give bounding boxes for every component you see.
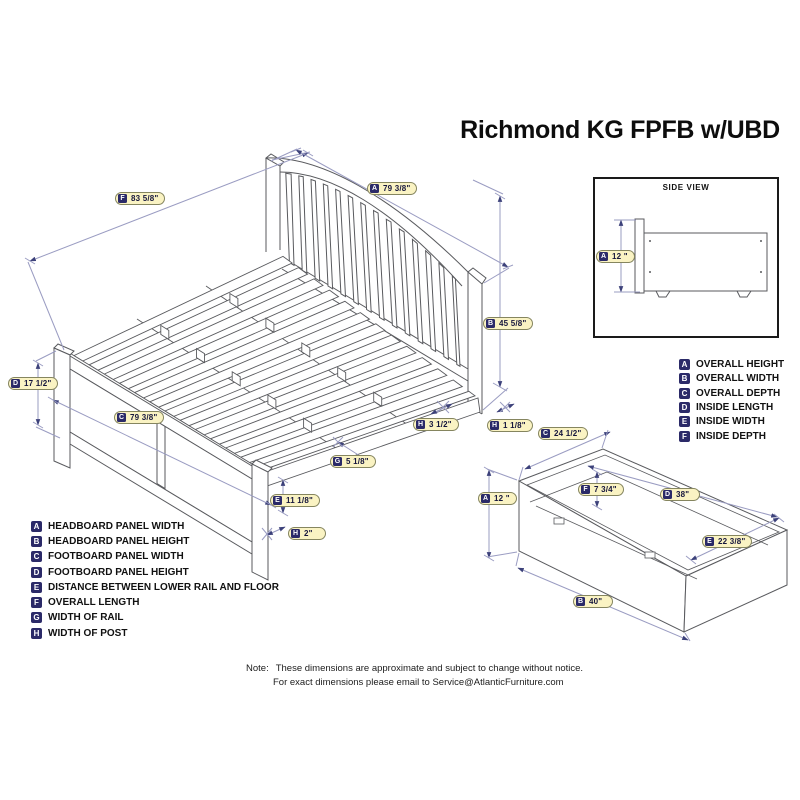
note-prefix: Note: [246, 663, 269, 674]
legend-left-row: H WIDTH OF POST [31, 628, 127, 639]
legend-letter-badge: D [679, 402, 690, 413]
legend-right-row: B OVERALL WIDTH [679, 373, 779, 384]
legend-label: FOOTBOARD PANEL HEIGHT [48, 567, 189, 578]
legend-letter-badge: B [31, 536, 42, 547]
legend-label: WIDTH OF POST [48, 628, 128, 639]
legend-left-row: B HEADBOARD PANEL HEIGHT [31, 536, 189, 547]
legend-right-row: E INSIDE WIDTH [679, 416, 765, 427]
legend-right-row: A OVERALL HEIGHT [679, 359, 784, 370]
legend-label: OVERALL DEPTH [696, 388, 781, 399]
legend-letter-badge: F [679, 431, 690, 442]
dim-letter-badge: D [11, 379, 20, 388]
dim-letter-badge: E [705, 537, 714, 546]
side-view-box [593, 177, 779, 338]
legend-left-row: C FOOTBOARD PANEL WIDTH [31, 551, 184, 562]
legend-label: WIDTH OF RAIL [48, 612, 124, 623]
dim-letter-badge: F [581, 485, 590, 494]
page-title: Richmond KG FPFB w/UBD [460, 116, 780, 144]
legend-letter-badge: A [31, 521, 42, 532]
dim-letter-badge: A [370, 184, 379, 193]
dim-letter-badge: F [118, 194, 127, 203]
legend-letter-badge: C [31, 551, 42, 562]
dim-letter-badge: B [486, 319, 495, 328]
legend-left-row: D FOOTBOARD PANEL HEIGHT [31, 567, 189, 578]
dim-letter-badge: H [490, 421, 499, 430]
legend-label: INSIDE WIDTH [696, 416, 765, 427]
legend-right-row: D INSIDE LENGTH [679, 402, 773, 413]
dim-letter-badge: D [663, 490, 672, 499]
legend-right-row: F INSIDE DEPTH [679, 431, 766, 442]
dim-letter-badge: H [291, 529, 300, 538]
legend-letter-badge: D [31, 567, 42, 578]
legend-label: FOOTBOARD PANEL WIDTH [48, 551, 184, 562]
legend-letter-badge: C [679, 388, 690, 399]
legend-label: OVERALL LENGTH [48, 597, 140, 608]
dim-letter-badge: C [117, 413, 126, 422]
legend-letter-badge: B [679, 373, 690, 384]
legend-letter-badge: E [679, 416, 690, 427]
dim-letter-badge: G [333, 457, 342, 466]
dim-letter-badge: E [273, 496, 282, 505]
dim-letter-badge: B [576, 597, 585, 606]
dim-letter-badge: A [599, 252, 608, 261]
dim-letter-badge: H [416, 420, 425, 429]
legend-letter-badge: G [31, 612, 42, 623]
legend-label: HEADBOARD PANEL WIDTH [48, 521, 185, 532]
dim-letter-badge: A [481, 494, 490, 503]
legend-left-row: F OVERALL LENGTH [31, 597, 139, 608]
legend-letter-badge: F [31, 597, 42, 608]
footer-note-line2: For exact dimensions please email to Ser… [273, 677, 564, 688]
legend-left-row: G WIDTH OF RAIL [31, 612, 124, 623]
legend-left-row: A HEADBOARD PANEL WIDTH [31, 521, 184, 532]
side-view-title: SIDE VIEW [662, 183, 710, 192]
deck-rail-brackets [160, 292, 383, 434]
legend-letter-badge: A [679, 359, 690, 370]
dimension-lines [24, 147, 785, 642]
legend-label: DISTANCE BETWEEN LOWER RAIL AND FLOOR [48, 582, 279, 593]
footer-note-line1: Note:These dimensions are approximate an… [246, 663, 584, 674]
legend-label: HEADBOARD PANEL HEIGHT [48, 536, 190, 547]
legend-left-row: E DISTANCE BETWEEN LOWER RAIL AND FLOOR [31, 582, 279, 593]
legend-letter-badge: H [31, 628, 42, 639]
legend-label: INSIDE LENGTH [696, 402, 774, 413]
legend-letter-badge: E [31, 582, 42, 593]
dim-letter-badge: C [541, 429, 550, 438]
legend-label: OVERALL WIDTH [696, 373, 780, 384]
legend-right-row: C OVERALL DEPTH [679, 388, 780, 399]
legend-label: OVERALL HEIGHT [696, 359, 785, 370]
legend-label: INSIDE DEPTH [696, 431, 767, 442]
side-view-drawing [634, 218, 768, 298]
